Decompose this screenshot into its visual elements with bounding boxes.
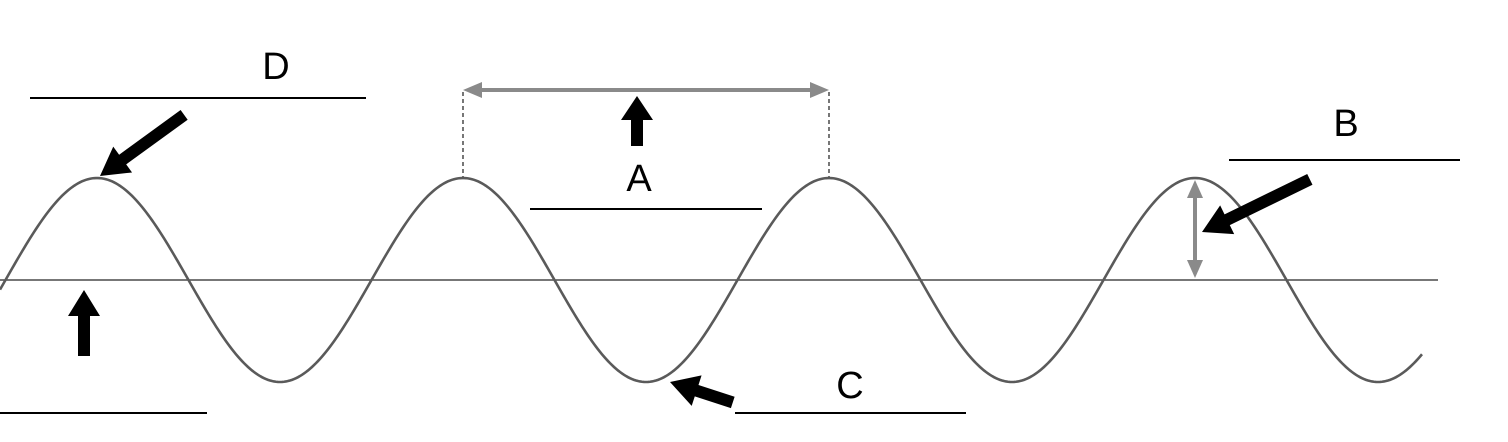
trough-pointer-arrow <box>670 375 735 409</box>
crest-pointer-arrow <box>100 110 188 176</box>
label-d: D <box>262 46 289 88</box>
sine-wave <box>0 176 1423 384</box>
amplitude-pointer-arrow <box>1202 174 1313 235</box>
equilibrium-pointer-arrow <box>68 290 100 356</box>
label-a: A <box>626 158 652 200</box>
amplitude-double-arrow <box>1187 180 1203 278</box>
label-b: B <box>1333 103 1358 145</box>
wavelength-double-arrow <box>463 82 829 98</box>
wavelength-pointer-arrow <box>621 96 653 146</box>
label-c: C <box>836 365 863 407</box>
